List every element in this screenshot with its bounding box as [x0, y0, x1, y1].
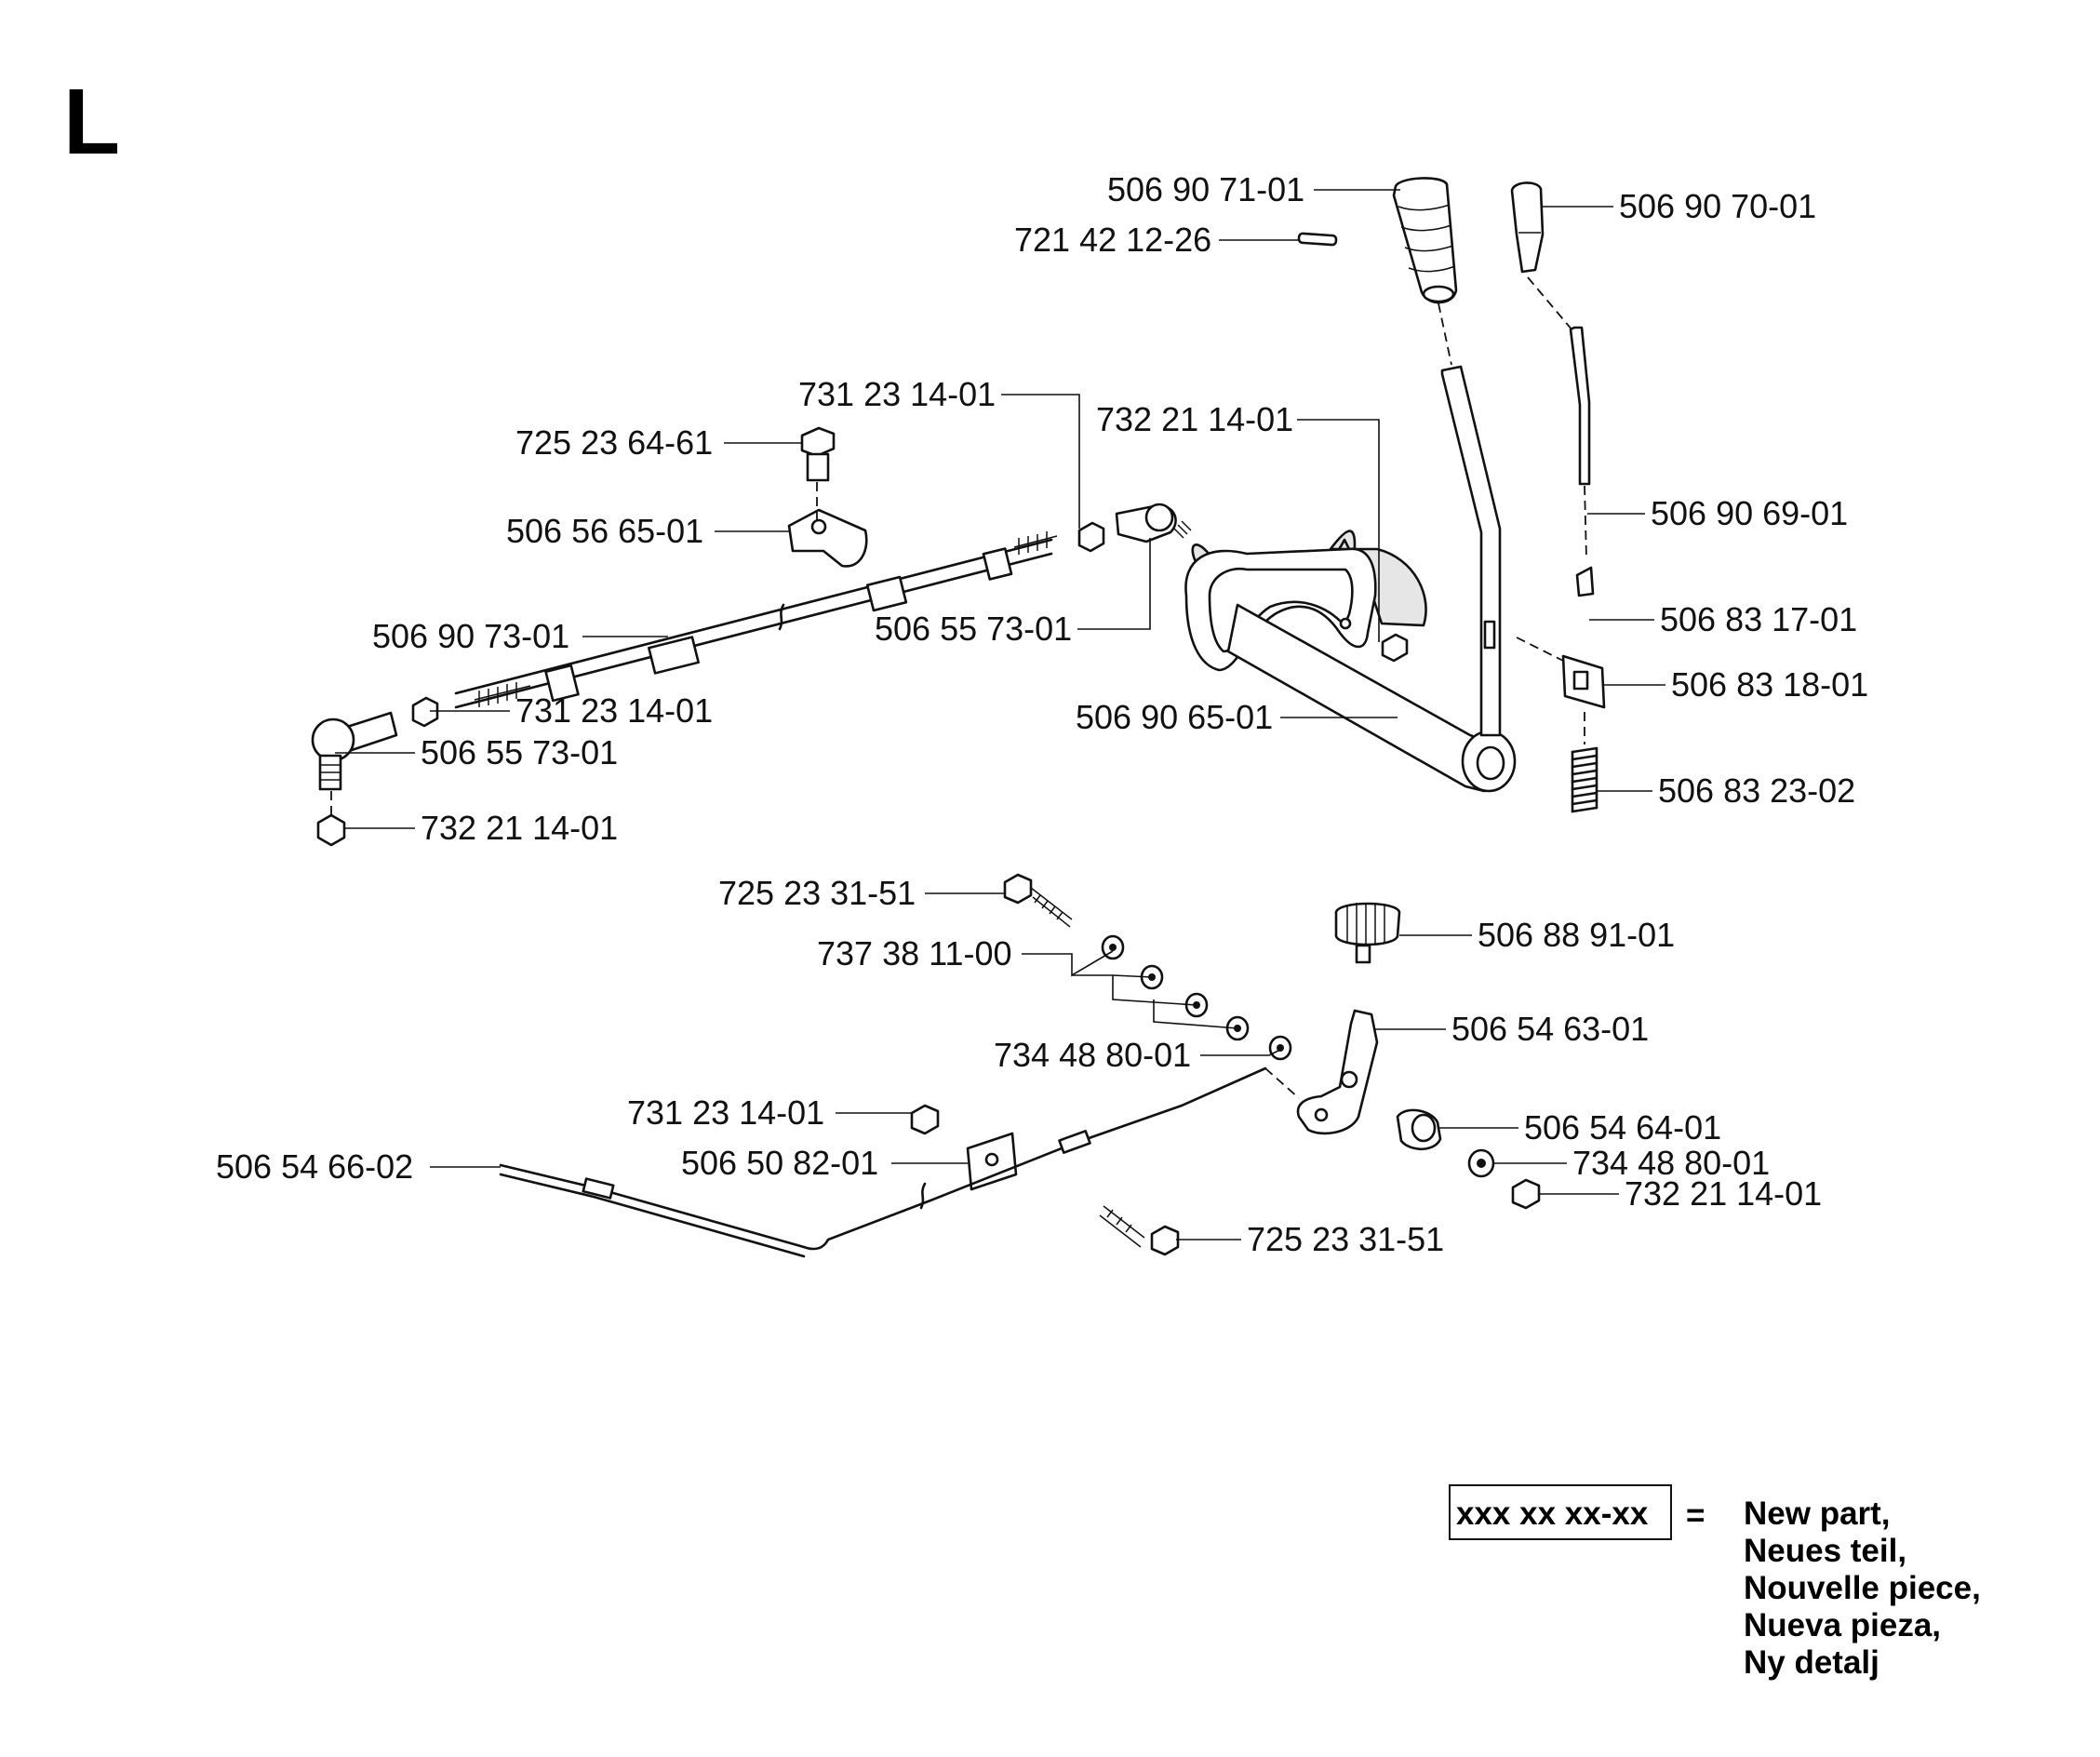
lever-shaft-assembly — [1184, 177, 1517, 793]
legend-equals: = — [1686, 1497, 1705, 1534]
right-rod-assembly — [1510, 181, 1606, 813]
callout-label: 732 21 14-01 — [1625, 1174, 1822, 1213]
callout-label: 506 55 73-01 — [875, 610, 1072, 648]
callout-label: 506 50 82-01 — [681, 1144, 878, 1182]
callout-label: 506 55 73-01 — [421, 733, 618, 771]
callout-label: 506 83 23-02 — [1658, 771, 1855, 810]
callout-label: 732 21 14-01 — [1096, 400, 1293, 438]
callout-label: 506 90 73-01 — [372, 617, 569, 655]
callout-label: 506 90 69-01 — [1651, 494, 1848, 532]
legend: xxx xx xx-xx = New part, Neues teil, Nou… — [1449, 1484, 1981, 1681]
callout-label: 506 90 65-01 — [1076, 698, 1273, 736]
callout-label: 506 54 63-01 — [1451, 1010, 1649, 1048]
callout-label: 721 42 12-26 — [1014, 221, 1211, 259]
legend-line: Nueva pieza, — [1744, 1607, 1941, 1643]
leader-lines — [335, 189, 1665, 1241]
callout-label: 731 23 14-01 — [798, 375, 996, 413]
callout-label: 737 38 11-00 — [817, 934, 1012, 972]
callout-label: 506 83 17-01 — [1660, 600, 1857, 638]
legend-line: Neues teil, — [1744, 1533, 1906, 1569]
legend-line: Ny detalj — [1744, 1644, 1879, 1681]
callout-label: 506 90 71-01 — [1107, 170, 1304, 208]
callout-label: 725 23 31-51 — [718, 874, 916, 912]
legend-line: New part, — [1744, 1495, 1891, 1532]
callout-label: 506 88 91-01 — [1478, 916, 1675, 954]
upper-cable-assembly — [311, 426, 1192, 847]
callout-label: 725 23 64-61 — [515, 423, 713, 462]
callout-label: 506 54 66-02 — [216, 1147, 413, 1186]
legend-line: Nouvelle piece, — [1744, 1570, 1981, 1606]
callout-label: 734 48 80-01 — [994, 1036, 1191, 1074]
callout-label: 506 54 64-01 — [1524, 1108, 1721, 1147]
callout-label: 731 23 14-01 — [627, 1093, 824, 1132]
callout-label: 731 23 14-01 — [515, 691, 713, 730]
legend-box — [1449, 1484, 1672, 1540]
lower-pedal-assembly — [499, 873, 1541, 1258]
section-letter: L — [63, 70, 120, 174]
callout-label: 506 83 18-01 — [1671, 665, 1868, 704]
callout-label: 732 21 14-01 — [421, 809, 618, 847]
callout-label: 506 56 65-01 — [506, 512, 703, 550]
callout-labels: 506 90 71-01 721 42 12-26 506 90 70-01 7… — [216, 170, 1868, 1258]
callout-label: 506 90 70-01 — [1619, 187, 1816, 225]
legend-placeholder: xxx xx xx-xx — [1456, 1495, 1649, 1532]
callout-label: 725 23 31-51 — [1247, 1220, 1444, 1258]
callout-label: 734 48 80-01 — [1572, 1144, 1770, 1182]
